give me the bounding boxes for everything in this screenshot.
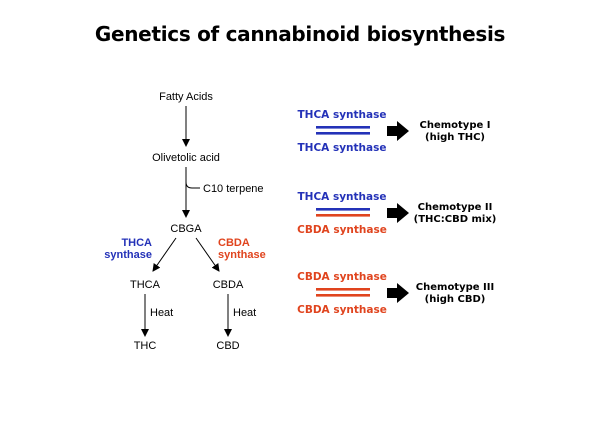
- chemotype-2-top-gene: THCA synthase: [298, 191, 387, 203]
- chemotype-3-top-gene: CBDA synthase: [297, 271, 387, 283]
- chemotype-1-desc: (high THC): [425, 132, 485, 143]
- slide-title: Genetics of cannabinoid biosynthesis: [94, 22, 506, 46]
- chemotype-2-arrow: [387, 203, 409, 223]
- cbda-synthase-enzyme-line2: synthase: [218, 249, 266, 261]
- chemotype-1: THCA synthase THCA synthase Chemotype I …: [298, 109, 491, 154]
- c10-terpene-label: C10 terpene: [203, 183, 264, 195]
- chemotype-1-top-gene: THCA synthase: [298, 109, 387, 121]
- chemotype-1-top-allele-bar: [316, 126, 370, 129]
- chemotype-3-desc: (high CBD): [425, 294, 486, 305]
- arrow-olivetolic-to-cbga: [186, 167, 200, 217]
- chemotype-3-name: Chemotype III: [416, 282, 494, 293]
- olivetolic-acid-label: Olivetolic acid: [152, 152, 220, 164]
- cbga-label: CBGA: [170, 223, 202, 235]
- chemotype-2-top-allele-bar: [316, 208, 370, 211]
- chemotype-2-bottom-allele-bar: [316, 214, 370, 217]
- chemotype-2-desc: (THC:CBD mix): [414, 214, 497, 225]
- thca-synthase-enzyme-line2: synthase: [104, 249, 152, 261]
- cbda-label: CBDA: [213, 279, 244, 291]
- heat-right-label: Heat: [233, 307, 256, 319]
- chemotype-1-arrow: [387, 121, 409, 141]
- chemotype-2-name: Chemotype II: [418, 202, 493, 213]
- fatty-acids-label: Fatty Acids: [159, 91, 213, 103]
- chemotype-3-top-allele-bar: [316, 288, 370, 291]
- thc-label: THC: [134, 340, 157, 352]
- chemotype-3-bottom-allele-bar: [316, 294, 370, 297]
- heat-left-label: Heat: [150, 307, 173, 319]
- arrow-cbga-to-thca: [152, 237, 177, 272]
- chemotype-2-bottom-gene: CBDA synthase: [297, 224, 387, 236]
- arrow-cbga-to-cbda: [195, 237, 220, 272]
- thca-synthase-enzyme-line1: THCA: [121, 237, 152, 249]
- cbd-label: CBD: [216, 340, 239, 352]
- chemotype-1-bottom-allele-bar: [316, 132, 370, 135]
- chemotype-3-arrow: [387, 283, 409, 303]
- chemotype-1-name: Chemotype I: [420, 120, 491, 131]
- chemotype-3-bottom-gene: CBDA synthase: [297, 304, 387, 316]
- chemotype-2: THCA synthase CBDA synthase Chemotype II…: [297, 191, 496, 236]
- thca-label: THCA: [130, 279, 161, 291]
- chemotype-1-bottom-gene: THCA synthase: [298, 142, 387, 154]
- chemotype-3: CBDA synthase CBDA synthase Chemotype II…: [297, 271, 494, 316]
- cbda-synthase-enzyme-line1: CBDA: [218, 237, 250, 249]
